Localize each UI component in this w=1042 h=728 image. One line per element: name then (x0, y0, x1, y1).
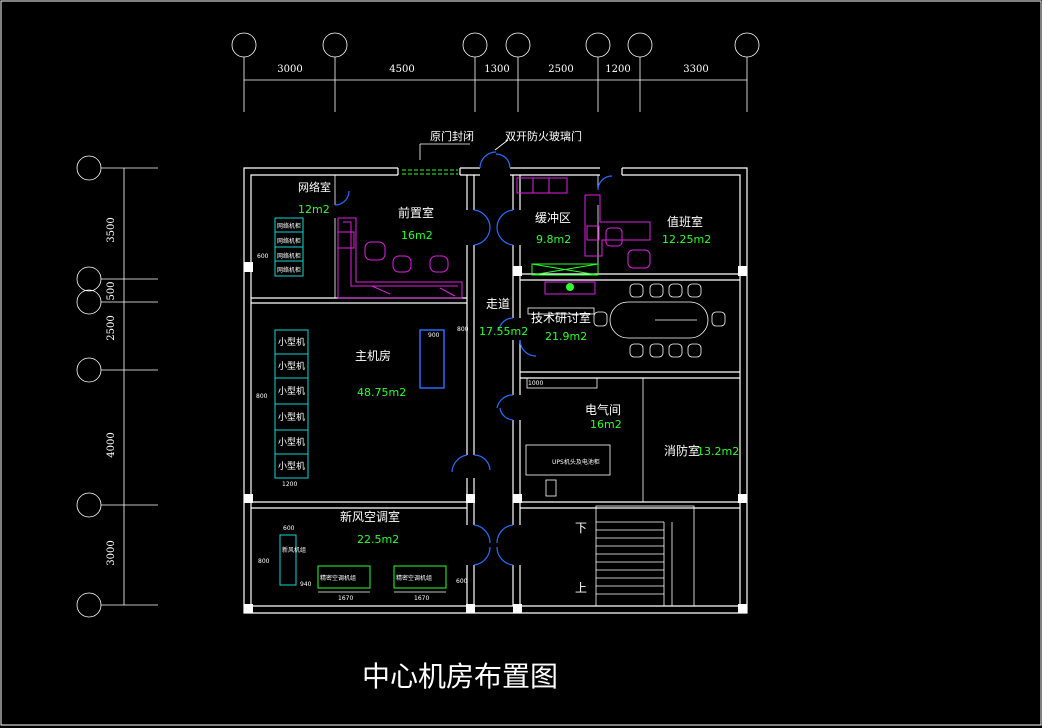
net-cab-3: 网络机柜 (277, 252, 301, 260)
staircase (595, 505, 695, 607)
ups-label: UPS机头及电池柜 (552, 458, 600, 466)
conference-table (527, 283, 726, 358)
room-network-area: 12m2 (298, 203, 330, 216)
fresh-air-units (279, 534, 447, 593)
electric-equipment (525, 377, 611, 497)
note-door-sealed: 原门封闭 (430, 129, 474, 143)
small-machine-2: 小型机 (278, 360, 305, 372)
dim-left-5: 3000 (106, 540, 117, 565)
small-machine-3: 小型机 (278, 385, 305, 397)
dim-left-3: 2500 (106, 315, 117, 340)
room-network-name: 网络室 (298, 180, 331, 194)
room-front-area: 16m2 (401, 229, 433, 242)
duty-desk (584, 194, 651, 269)
dim-fresh-600b: 600 (456, 578, 468, 585)
dim-main-1200: 1200 (282, 481, 297, 488)
dim-net-600: 600 (257, 253, 269, 260)
main-rack (419, 329, 445, 389)
room-buffer-name: 缓冲区 (535, 210, 571, 225)
network-cabinets (274, 217, 304, 277)
room-corridor-name: 走道 (486, 297, 510, 311)
room-electric-area: 16m2 (590, 418, 622, 431)
dim-top-6: 3300 (683, 64, 708, 75)
dim-ac-940: 940 (300, 581, 312, 588)
room-main-name: 主机房 (355, 348, 391, 363)
buffer-equipment (531, 263, 599, 295)
top-axis (231, 32, 760, 112)
sealed-door (402, 143, 470, 175)
dim-top-1: 3000 (277, 64, 302, 75)
stair-down-label: 下 (575, 521, 587, 535)
room-duty-name: 值班室 (667, 214, 703, 229)
dim-top-4: 2500 (548, 64, 573, 75)
small-machine-racks (274, 329, 309, 479)
small-machine-5: 小型机 (278, 436, 305, 448)
doors (334, 175, 613, 566)
room-duty-area: 12.25m2 (662, 233, 711, 246)
ac-unit-1: 精密空调机组 (320, 574, 356, 582)
buffer-sofa (516, 177, 568, 194)
small-machine-6: 小型机 (278, 460, 305, 472)
net-cab-1: 网络机柜 (277, 222, 301, 230)
room-tech-name: 技术研讨室 (531, 310, 591, 325)
room-corridor-area: 17.55m2 (479, 325, 528, 338)
dim-left-1: 3500 (106, 217, 117, 242)
net-cab-4: 网络机柜 (277, 266, 301, 274)
room-main-area: 48.75m2 (357, 386, 406, 399)
fire-door-top (479, 151, 511, 169)
room-fire-area: 13.2m2 (697, 445, 739, 458)
dim-rack-900: 900 (428, 332, 440, 339)
room-front-name: 前置室 (398, 205, 434, 220)
dim-top-2: 4500 (389, 64, 414, 75)
fresh-unit-label: 新风机组 (282, 546, 306, 554)
front-room-desk (337, 217, 463, 299)
room-fire-name: 消防室 (664, 443, 700, 458)
stair-up-label: 上 (575, 581, 587, 595)
ac-unit-2: 精密空调机组 (396, 574, 432, 582)
room-fresh-air-area: 22.5m2 (357, 533, 399, 546)
dim-top-5: 1200 (605, 64, 630, 75)
room-fresh-air-name: 新风空调室 (340, 509, 400, 524)
net-cab-2: 网络机柜 (277, 237, 301, 245)
outer-walls (243, 167, 748, 614)
small-machine-4: 小型机 (278, 411, 305, 423)
dim-rack-800: 800 (457, 326, 469, 333)
note-fire-door: 双开防火玻璃门 (505, 129, 582, 143)
small-machine-1: 小型机 (278, 336, 305, 348)
drawing-title: 中心机房布置图 (362, 660, 558, 693)
dim-top-3: 1300 (484, 64, 509, 75)
room-buffer-area: 9.8m2 (536, 233, 571, 246)
dim-fresh-600: 600 (283, 525, 295, 532)
dim-elec-1000: 1000 (528, 380, 543, 387)
dim-left-4: 4000 (106, 432, 117, 457)
dim-fresh-800: 800 (258, 558, 270, 565)
dim-left-2: 500 (106, 281, 117, 300)
dim-main-800: 800 (256, 393, 268, 400)
left-axis (76, 155, 158, 618)
room-tech-area: 21.9m2 (545, 330, 587, 343)
dim-ac-1670-1: 1670 (338, 595, 353, 602)
room-electric-name: 电气间 (585, 402, 621, 417)
dim-ac-1670-2: 1670 (414, 595, 429, 602)
